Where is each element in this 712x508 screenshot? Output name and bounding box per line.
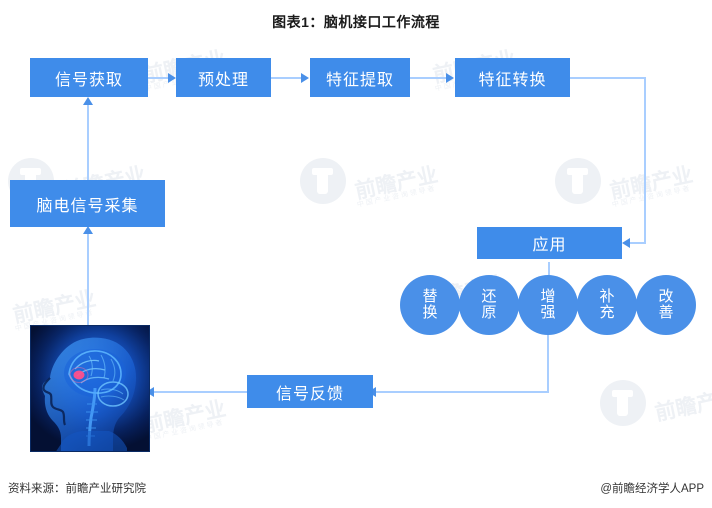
outcome-label-line2: 换 [422, 304, 438, 321]
watermark-logo-icon [300, 158, 346, 204]
outcome-label-line2: 原 [481, 304, 497, 321]
connector-brain-to-acquisition [87, 232, 89, 325]
watermark-subtext: 中国产业咨询领导者 [356, 185, 438, 209]
source-note: 资料来源：前瞻产业研究院 [8, 483, 146, 495]
connector-step4-right [570, 77, 646, 79]
node-preprocessing[interactable]: 预处理 [176, 58, 271, 97]
watermark-text: 前瞻产业 [608, 163, 695, 204]
outcome-circle-supplement[interactable]: 补 充 [577, 275, 637, 335]
outcome-label-line2: 善 [658, 304, 674, 321]
outcome-label-line2: 充 [599, 304, 615, 321]
connector-step2-step3 [271, 77, 303, 79]
watermark-subtext: 中国产业咨询领导者 [144, 419, 226, 443]
node-feature-extraction[interactable]: 特征提取 [310, 58, 410, 97]
node-application[interactable]: 应用 [477, 227, 622, 259]
watermark-text: 前瞻产业 [11, 287, 98, 328]
connector-feedback-to-brain [152, 391, 247, 393]
outcome-circle-improve[interactable]: 改 善 [636, 275, 696, 335]
connector-outcomes-to-feedback [374, 391, 549, 393]
connector-acquisition-to-step1 [87, 103, 89, 180]
outcome-label-line1: 补 [599, 287, 615, 305]
arrow-step1-step2-icon [168, 73, 176, 83]
outcome-circle-restore[interactable]: 还 原 [459, 275, 519, 335]
watermark-logo-icon [600, 380, 646, 426]
arrow-step3-step4-icon [446, 73, 454, 83]
watermark-text: 前瞻产业 [141, 397, 228, 438]
connector-step3-step4 [410, 77, 448, 79]
arrow-into-acquisition-icon [83, 226, 93, 234]
outcome-circle-replace[interactable]: 替 换 [400, 275, 460, 335]
connector-outcomes-down [547, 334, 549, 392]
outcome-label-line1: 改 [658, 287, 674, 305]
connector-step4-down [644, 77, 646, 243]
attribution-note: @前瞻经济学人APP [600, 483, 704, 495]
watermark-subtext: 中国产业咨询领导者 [611, 185, 693, 209]
connector-application-to-outcomes [548, 262, 550, 278]
outcome-label-line1: 增 [540, 287, 556, 305]
watermark-text: 前瞻产业 [353, 163, 440, 204]
outcome-label-line2: 强 [540, 304, 556, 321]
arrow-into-step1-icon [83, 97, 93, 105]
arrow-into-brain-icon [146, 387, 154, 397]
outcome-label-line1: 替 [422, 287, 438, 305]
watermark-text: 前瞻产业 [653, 385, 712, 426]
outcome-circle-enhance[interactable]: 增 强 [518, 275, 578, 335]
arrow-into-application-icon [622, 238, 630, 248]
arrow-step2-step3-icon [301, 73, 309, 83]
outcome-label-line1: 还 [481, 287, 497, 305]
connector-into-application [628, 242, 646, 244]
node-feature-translation[interactable]: 特征转换 [455, 58, 570, 97]
brain-scan-image [30, 325, 150, 452]
watermark-logo-icon [555, 158, 601, 204]
connector-step1-step2 [148, 77, 170, 79]
node-signal-feedback[interactable]: 信号反馈 [247, 375, 373, 408]
node-signal-acquisition-step[interactable]: 信号获取 [30, 58, 148, 97]
chart-title: 图表1：脑机接口工作流程 [272, 14, 440, 30]
node-eeg-collection[interactable]: 脑电信号采集 [10, 180, 165, 227]
